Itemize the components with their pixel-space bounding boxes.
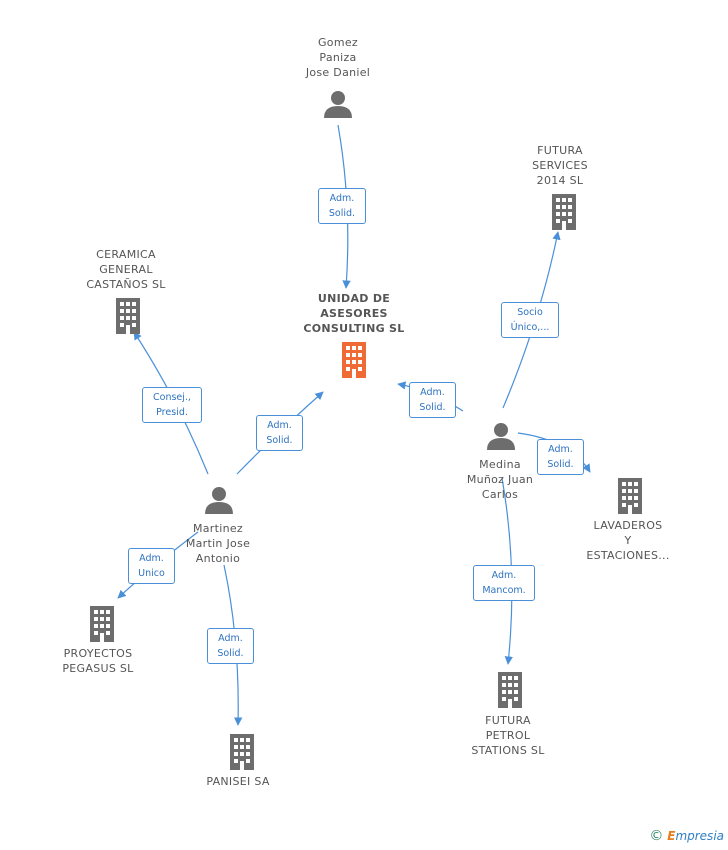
edge-label-martinez-proyectos[interactable]: Adm. Unico: [128, 548, 175, 584]
company-label-main[interactable]: UNIDAD DE ASESORES CONSULTING SL: [303, 292, 405, 335]
copyright-symbol: ©: [649, 828, 664, 844]
person-icon-medina[interactable]: [487, 423, 515, 450]
company-label-lavaderos[interactable]: LAVADEROS Y ESTACIONES...: [586, 519, 670, 562]
edge-label-medina-futura-petrol[interactable]: Adm. Mancom.: [473, 565, 535, 601]
company-label-proyectos[interactable]: PROYECTOS PEGASUS SL: [62, 647, 134, 675]
person-icon-gomez[interactable]: [324, 91, 352, 118]
person-label-martinez[interactable]: Martinez Martin Jose Antonio: [185, 522, 251, 565]
building-icon-ceramica[interactable]: [112, 298, 144, 334]
brand-logo[interactable]: Empresia: [667, 829, 724, 843]
edge-label-medina-main[interactable]: Adm. Solid.: [409, 382, 456, 418]
person-label-medina[interactable]: Medina Muñoz Juan Carlos: [466, 458, 534, 501]
building-icon-lavaderos[interactable]: [614, 478, 646, 514]
person-icon-martinez[interactable]: [205, 487, 233, 514]
edge-label-medina-lavaderos[interactable]: Adm. Solid.: [537, 439, 584, 475]
building-icon-futura-petrol[interactable]: [494, 672, 526, 708]
person-label-gomez[interactable]: Gomez Paniza Jose Daniel: [305, 36, 371, 79]
building-icon-futura-services[interactable]: [548, 194, 580, 230]
copyright-footer: © Empresia: [649, 828, 724, 844]
edge-label-martinez-panisei[interactable]: Adm. Solid.: [207, 628, 254, 664]
edge-label-medina-futura-services[interactable]: Socio Único,...: [501, 302, 559, 338]
building-icon-panisei[interactable]: [226, 734, 258, 770]
edge-label-martinez-ceramica[interactable]: Consej., Presid.: [142, 387, 202, 423]
building-icon-main[interactable]: [338, 342, 370, 378]
company-label-panisei[interactable]: PANISEI SA: [206, 775, 270, 788]
company-label-futura-petrol[interactable]: FUTURA PETROL STATIONS SL: [471, 714, 545, 757]
building-icon-proyectos[interactable]: [86, 606, 118, 642]
edge-label-martinez-main[interactable]: Adm. Solid.: [256, 415, 303, 451]
company-label-futura-services[interactable]: FUTURA SERVICES 2014 SL: [532, 144, 588, 187]
edge-label-gomez-main[interactable]: Adm. Solid.: [318, 188, 366, 224]
company-label-ceramica[interactable]: CERAMICA GENERAL CASTAÑOS SL: [86, 248, 166, 291]
